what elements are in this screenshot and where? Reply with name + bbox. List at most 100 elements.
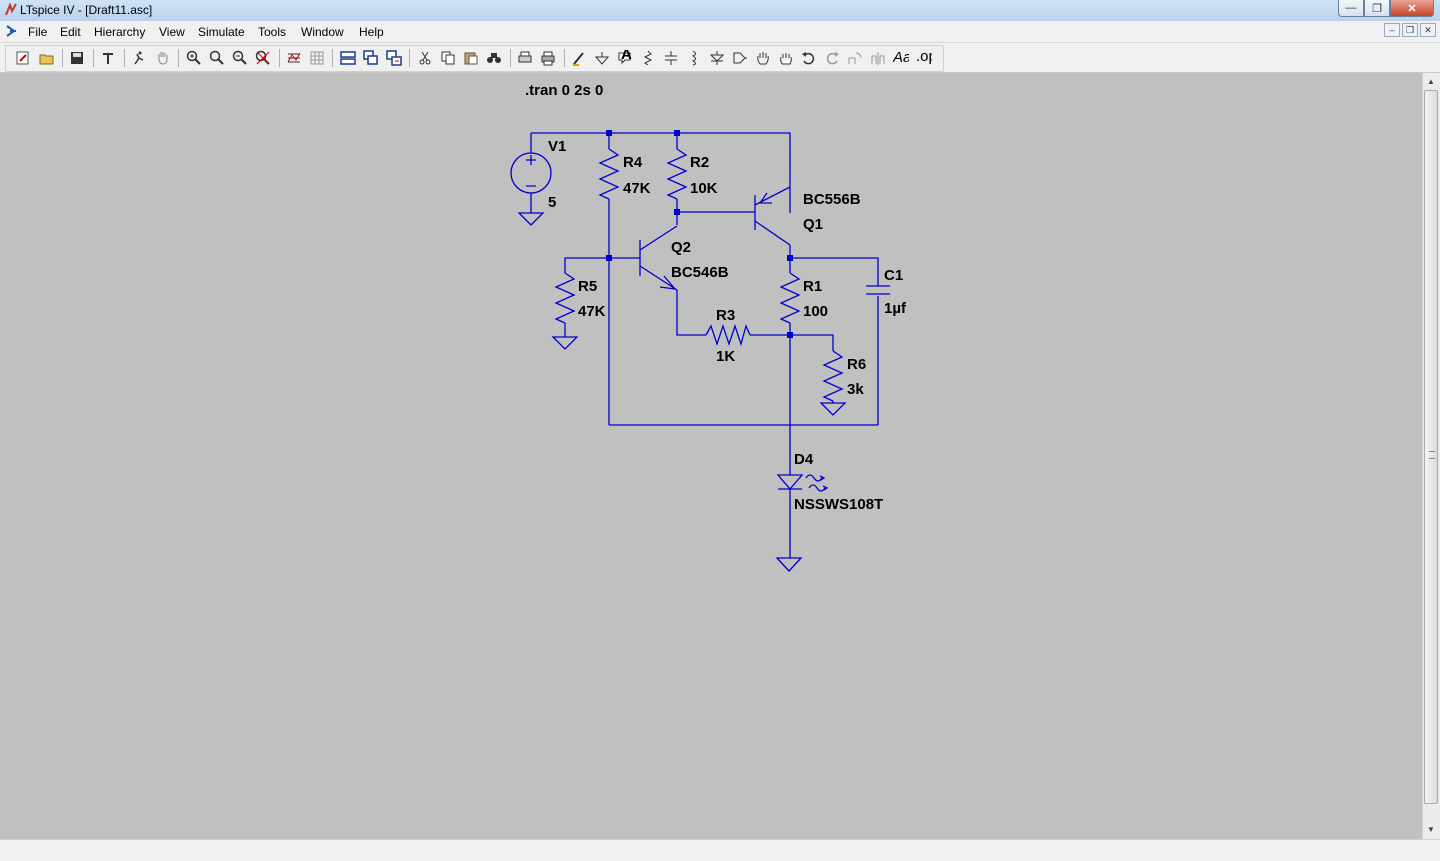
paste-icon[interactable] [463, 50, 479, 66]
capacitor-icon[interactable] [663, 50, 679, 66]
voltage-source-symbol[interactable] [510, 152, 552, 194]
open-icon[interactable] [39, 50, 55, 66]
zoom-cancel-icon[interactable] [255, 50, 271, 66]
component-icon[interactable] [732, 50, 748, 66]
r5-name-label[interactable]: R5 [578, 278, 597, 295]
junction-dots [606, 130, 793, 338]
schematic-drawing[interactable]: .tran 0 2s 0 V1 5 R4 47K R2 10K BC556B Q… [0, 73, 1422, 839]
window-title: LTspice IV - [Draft11.asc] [20, 3, 153, 17]
doc-minimize-button[interactable]: – [1384, 23, 1400, 37]
cascade-icon[interactable] [363, 50, 379, 66]
ground-symbols[interactable] [517, 212, 847, 572]
q1-name-label[interactable]: Q1 [803, 216, 823, 233]
menu-file[interactable]: File [28, 25, 48, 39]
zoom-in-icon[interactable] [186, 50, 202, 66]
text-icon[interactable]: Aa [893, 50, 909, 66]
minimize-button[interactable]: — [1338, 0, 1364, 17]
svg-text:Aa: Aa [893, 50, 909, 66]
drag-icon[interactable] [778, 50, 794, 66]
r5-value-label[interactable]: 47K [578, 303, 606, 320]
grid-icon[interactable] [309, 50, 325, 66]
ground-icon[interactable] [594, 50, 610, 66]
doc-restore-button[interactable]: ❐ [1402, 23, 1418, 37]
r1-value-label[interactable]: 100 [803, 303, 828, 320]
q1-model-label[interactable]: BC556B [803, 191, 861, 208]
resistor-symbols[interactable] [554, 148, 844, 402]
led-symbol[interactable] [776, 474, 829, 492]
run-icon[interactable] [131, 50, 147, 66]
resistor-icon[interactable] [640, 50, 656, 66]
spice-directive-icon[interactable]: .op [916, 50, 932, 66]
menu-edit[interactable]: Edit [60, 25, 81, 39]
c1-name-label[interactable]: C1 [884, 267, 903, 284]
menu-help[interactable]: Help [359, 25, 384, 39]
v1-value-label[interactable]: 5 [548, 194, 556, 211]
r6-name-label[interactable]: R6 [847, 356, 866, 373]
redo-icon[interactable] [824, 50, 840, 66]
inductor-icon[interactable] [686, 50, 702, 66]
document-window-controls: – ❐ ✕ [1384, 23, 1436, 37]
save-icon[interactable] [69, 50, 85, 66]
vertical-scrollbar[interactable]: ▲ ▼ [1422, 73, 1440, 839]
find-icon[interactable] [486, 50, 502, 66]
scroll-down-arrow-icon[interactable]: ▼ [1427, 825, 1435, 834]
plot-icon[interactable] [286, 50, 302, 66]
capacitor-symbol[interactable] [866, 285, 890, 295]
move-icon[interactable] [755, 50, 771, 66]
cut-icon[interactable] [417, 50, 433, 66]
c1-value-label[interactable]: 1µf [884, 300, 907, 317]
menu-tools[interactable]: Tools [258, 25, 287, 39]
q2-name-label[interactable]: Q2 [671, 239, 691, 256]
tile-vertical-icon[interactable] [386, 50, 402, 66]
draw-wire-icon[interactable] [571, 50, 587, 66]
scrollbar-thumb[interactable] [1424, 90, 1438, 804]
zoom-to-fit-icon[interactable] [209, 50, 225, 66]
tile-horizontal-icon[interactable] [340, 50, 356, 66]
r4-name-label[interactable]: R4 [623, 154, 643, 171]
print-icon[interactable] [540, 50, 556, 66]
print-setup-icon[interactable] [517, 50, 533, 66]
title-bar: LTspice IV - [Draft11.asc] — ❐ ✕ [0, 0, 1440, 21]
menu-simulate[interactable]: Simulate [198, 25, 245, 39]
control-panel-icon[interactable] [100, 50, 116, 66]
scrollbar-grip-icon [1429, 451, 1435, 459]
r3-value-label[interactable]: 1K [716, 348, 735, 365]
status-bar [0, 839, 1440, 861]
menu-window[interactable]: Window [301, 25, 344, 39]
v1-name-label[interactable]: V1 [548, 138, 566, 155]
label-net-icon[interactable]: A [617, 50, 633, 66]
pnp-transistor-symbol[interactable] [754, 186, 791, 246]
copy-icon[interactable] [440, 50, 456, 66]
mirror-icon[interactable] [870, 50, 886, 66]
pan-icon[interactable] [155, 50, 171, 66]
spice-directive-text[interactable]: .tran 0 2s 0 [525, 82, 603, 99]
d4-model-label[interactable]: NSSWS108T [794, 496, 883, 513]
document-icon[interactable] [4, 24, 18, 38]
npn-transistor-symbol[interactable] [639, 225, 678, 291]
d4-name-label[interactable]: D4 [794, 451, 814, 468]
menu-view[interactable]: View [159, 25, 185, 39]
ltspice-logo-icon [5, 3, 17, 16]
toolbar-separator [409, 49, 410, 67]
menu-hierarchy[interactable]: Hierarchy [94, 25, 146, 39]
r4-value-label[interactable]: 47K [623, 180, 651, 197]
q2-model-label[interactable]: BC546B [671, 264, 729, 281]
rotate-icon[interactable] [847, 50, 863, 66]
schematic-canvas[interactable]: .tran 0 2s 0 V1 5 R4 47K R2 10K BC556B Q… [0, 73, 1422, 839]
diode-icon[interactable] [709, 50, 725, 66]
toolbar-separator [124, 49, 125, 67]
r3-name-label[interactable]: R3 [716, 307, 735, 324]
maximize-button[interactable]: ❐ [1364, 0, 1390, 17]
r6-value-label[interactable]: 3k [847, 381, 864, 398]
toolbar-frame [5, 45, 944, 72]
doc-close-button[interactable]: ✕ [1420, 23, 1436, 37]
r2-value-label[interactable]: 10K [690, 180, 718, 197]
undo-icon[interactable] [801, 50, 817, 66]
toolbar: A Aa .op [0, 43, 1440, 73]
scroll-up-arrow-icon[interactable]: ▲ [1427, 77, 1435, 86]
zoom-out-icon[interactable] [232, 50, 248, 66]
close-button[interactable]: ✕ [1390, 0, 1434, 17]
r2-name-label[interactable]: R2 [690, 154, 709, 171]
new-schematic-icon[interactable] [15, 50, 31, 66]
r1-name-label[interactable]: R1 [803, 278, 822, 295]
